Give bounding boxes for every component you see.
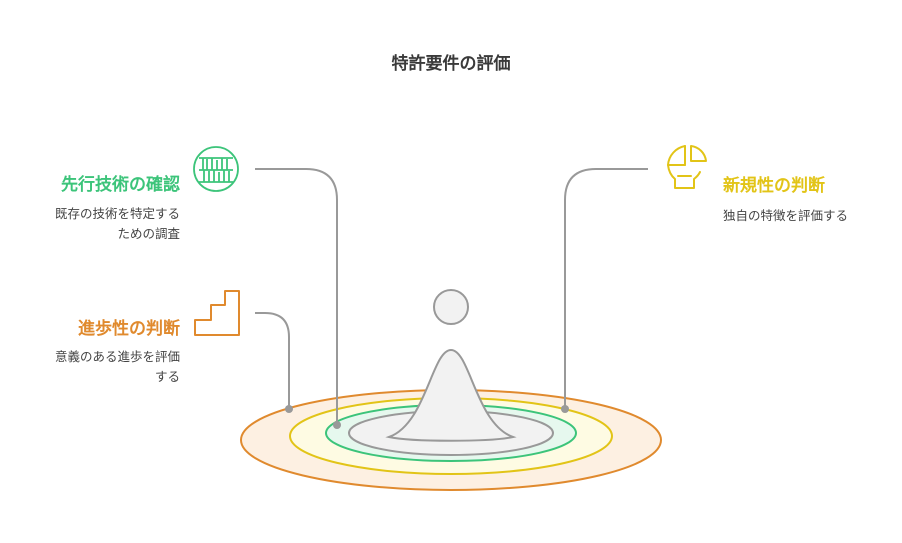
connector-prior-art (255, 168, 338, 425)
novelty-desc-line-1: 独自の特徴を評価する (723, 208, 849, 223)
connector-dot-novelty (561, 405, 569, 413)
stairs-icon (194, 290, 240, 336)
bookshelf-icon (193, 146, 239, 192)
prior-art-heading: 先行技術の確認 (61, 175, 180, 195)
prior-art-desc-line-2: ための調査 (117, 226, 180, 241)
connector-dot-inventive-step (285, 405, 293, 413)
figure-body (385, 348, 517, 442)
novelty-heading: 新規性の判断 (723, 176, 825, 196)
inventive-step-desc-line-1: 意義のある進歩を評価 (54, 349, 180, 364)
inventive-step-desc-line-2: する (154, 369, 180, 384)
prior-art-description: 既存の技術を特定する ための調査 (55, 204, 180, 244)
inventive-step-description: 意義のある進歩を評価 する (55, 347, 180, 387)
prior-art-desc-line-1: 既存の技術を特定する (54, 206, 180, 221)
figure-head (433, 289, 469, 325)
diagram-title: 特許要件の評価 (391, 54, 511, 74)
inventive-step-heading: 進歩性の判断 (78, 319, 180, 339)
connector-dot-prior-art (333, 421, 341, 429)
connector-novelty (564, 168, 648, 409)
lightbulb-puzzle-icon (667, 145, 707, 189)
connector-inventive-step (255, 312, 290, 409)
novelty-description: 独自の特徴を評価する (723, 206, 848, 226)
